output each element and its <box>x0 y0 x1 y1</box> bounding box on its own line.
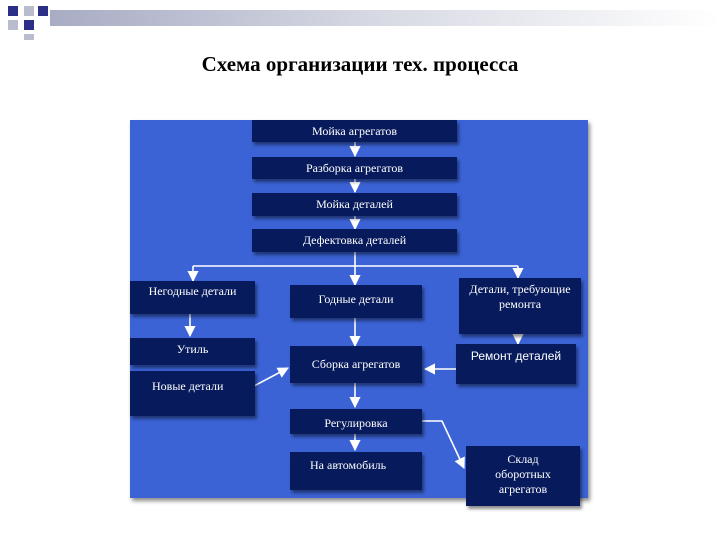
page-title: Схема организации тех. процесса <box>201 52 519 76</box>
node-scrap: Утиль <box>130 338 255 365</box>
node-warehouse: Склад оборотных агрегатов <box>466 446 580 506</box>
node-wash-units: Мойка агрегатов <box>252 120 457 142</box>
node-unusable: Негодные детали <box>130 281 255 314</box>
node-to-car: На автомобиль <box>290 452 422 490</box>
node-repair-needed: Детали, требующие ремонта <box>459 278 581 334</box>
arrow-new-parts-to-assembly <box>253 367 289 387</box>
node-adjust: Регулировка <box>290 409 422 434</box>
node-wash-parts: Мойка деталей <box>252 193 457 216</box>
node-assembly: Сборка агрегатов <box>290 346 422 383</box>
decorative-header-strip <box>8 6 720 40</box>
node-defect: Дефектовка деталей <box>252 229 457 252</box>
node-repair: Ремонт деталей <box>456 344 576 384</box>
node-new-parts: Новые детали <box>130 371 255 416</box>
arrow-adjust-to-warehouse <box>422 420 465 470</box>
node-usable: Годные детали <box>290 285 422 318</box>
node-disassembly: Разборка агрегатов <box>252 157 457 179</box>
